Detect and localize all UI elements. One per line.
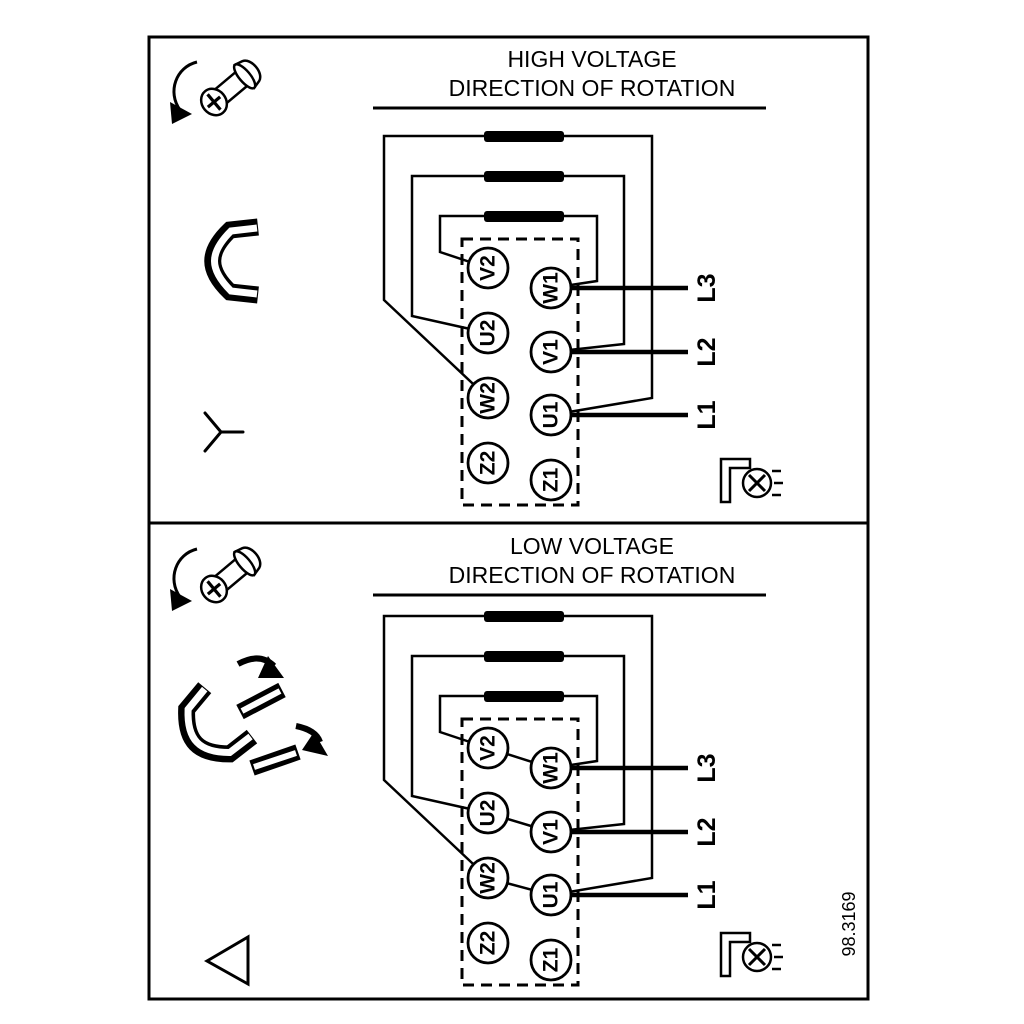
wire bbox=[382, 614, 489, 879]
wire bbox=[438, 694, 489, 750]
supply-label-L2: L2 bbox=[693, 337, 721, 366]
supply-label-L1: L1 bbox=[693, 880, 721, 909]
terminal-label-Z2: Z2 bbox=[477, 931, 500, 956]
terminal-block-low bbox=[460, 717, 580, 987]
terminal-circle-W2 bbox=[466, 376, 510, 420]
terminal-label-W2: W2 bbox=[477, 862, 500, 894]
grounding-screw-icon bbox=[719, 931, 785, 978]
star-connection-icon bbox=[203, 411, 245, 453]
panel-low-voltage: LOW VOLTAGE DIRECTION OF ROTATION bbox=[147, 521, 870, 1001]
wire bbox=[550, 614, 654, 897]
wire bbox=[438, 214, 489, 270]
delta-connection-icon bbox=[203, 934, 250, 987]
terminal-label-V1: V1 bbox=[540, 819, 563, 845]
supply-label-L3: L3 bbox=[693, 273, 721, 302]
wire bbox=[382, 134, 489, 399]
panel-low-title-line2: DIRECTION OF ROTATION bbox=[449, 562, 736, 588]
wire bbox=[410, 174, 489, 335]
terminal-circle-Z1 bbox=[529, 938, 573, 982]
screw-rotation-icon bbox=[168, 53, 268, 126]
terminal-label-W1: W1 bbox=[540, 752, 563, 784]
terminal-circle-U1 bbox=[529, 873, 573, 917]
terminal-label-Z1: Z1 bbox=[540, 947, 563, 972]
jumper-bars-low bbox=[484, 611, 564, 702]
terminal-circle-V1 bbox=[529, 810, 573, 854]
jumper-links-spread-icon bbox=[178, 655, 328, 776]
jumper-bars-high bbox=[484, 131, 564, 222]
figure-number: 98.3169 bbox=[839, 891, 859, 956]
supply-label-L1: L1 bbox=[693, 400, 721, 429]
terminal-label-V2: V2 bbox=[477, 735, 500, 761]
supply-label-L3: L3 bbox=[693, 753, 721, 782]
panel-low-frame bbox=[147, 521, 870, 1001]
wiring-high bbox=[382, 134, 654, 417]
terminal-circle-V2 bbox=[466, 726, 510, 770]
wire bbox=[550, 654, 626, 834]
terminal-label-U2: U2 bbox=[477, 800, 500, 827]
supply-label-L2: L2 bbox=[693, 817, 721, 846]
jumper-bar bbox=[484, 651, 564, 662]
supply-lines-low bbox=[551, 765, 688, 898]
terminal-label-U1: U1 bbox=[540, 401, 563, 428]
terminal-circle-V1 bbox=[529, 330, 573, 374]
terminal-block-high bbox=[460, 237, 580, 507]
panel-high-voltage: HIGH VOLTAGE DIRECTION OF ROTATION bbox=[147, 35, 870, 525]
terminals-low: V2 U2 W2 Z2 W1 V1 U1 Z1 bbox=[466, 726, 573, 982]
supply-lines-high bbox=[551, 285, 688, 418]
terminal-label-U2: U2 bbox=[477, 320, 500, 347]
terminal-jumper-link-icon bbox=[204, 218, 259, 304]
terminal-circle-Z2 bbox=[466, 441, 510, 485]
terminal-circle-U1 bbox=[529, 393, 573, 437]
wire bbox=[410, 654, 489, 815]
terminal-circle-W2 bbox=[466, 856, 510, 900]
terminal-circle-W1 bbox=[529, 746, 573, 790]
wire bbox=[550, 694, 599, 770]
terminal-circle-W1 bbox=[529, 266, 573, 310]
wire bbox=[550, 174, 626, 354]
screw-rotation-icon bbox=[168, 540, 268, 613]
terminals-high: V2 U2 W2 Z2 W1 V1 U1 Z1 bbox=[466, 246, 573, 502]
panel-high-frame bbox=[147, 35, 870, 525]
terminal-label-W1: W1 bbox=[540, 272, 563, 304]
panel-high-title-line2: DIRECTION OF ROTATION bbox=[449, 75, 736, 101]
terminal-label-V2: V2 bbox=[477, 255, 500, 281]
panel-high-title-line1: HIGH VOLTAGE bbox=[507, 46, 676, 72]
terminal-circle-U2 bbox=[466, 791, 510, 835]
wiring-low bbox=[382, 614, 654, 897]
jumper-bar bbox=[484, 691, 564, 702]
panel-low-title-line1: LOW VOLTAGE bbox=[510, 533, 674, 559]
terminal-circle-Z1 bbox=[529, 458, 573, 502]
jumper-bar bbox=[484, 131, 564, 142]
terminal-circle-Z2 bbox=[466, 921, 510, 965]
terminal-label-U1: U1 bbox=[540, 881, 563, 908]
grounding-screw-icon bbox=[719, 457, 785, 504]
jumper-bar bbox=[484, 211, 564, 222]
terminal-label-W2: W2 bbox=[477, 382, 500, 414]
jumper-bar bbox=[484, 611, 564, 622]
wire bbox=[550, 214, 599, 290]
terminal-circle-V2 bbox=[466, 246, 510, 290]
terminal-label-Z2: Z2 bbox=[477, 451, 500, 476]
terminal-label-Z1: Z1 bbox=[540, 467, 563, 492]
terminal-circle-U2 bbox=[466, 311, 510, 355]
jumper-bar bbox=[484, 171, 564, 182]
wire bbox=[550, 134, 654, 417]
terminal-label-V1: V1 bbox=[540, 339, 563, 365]
